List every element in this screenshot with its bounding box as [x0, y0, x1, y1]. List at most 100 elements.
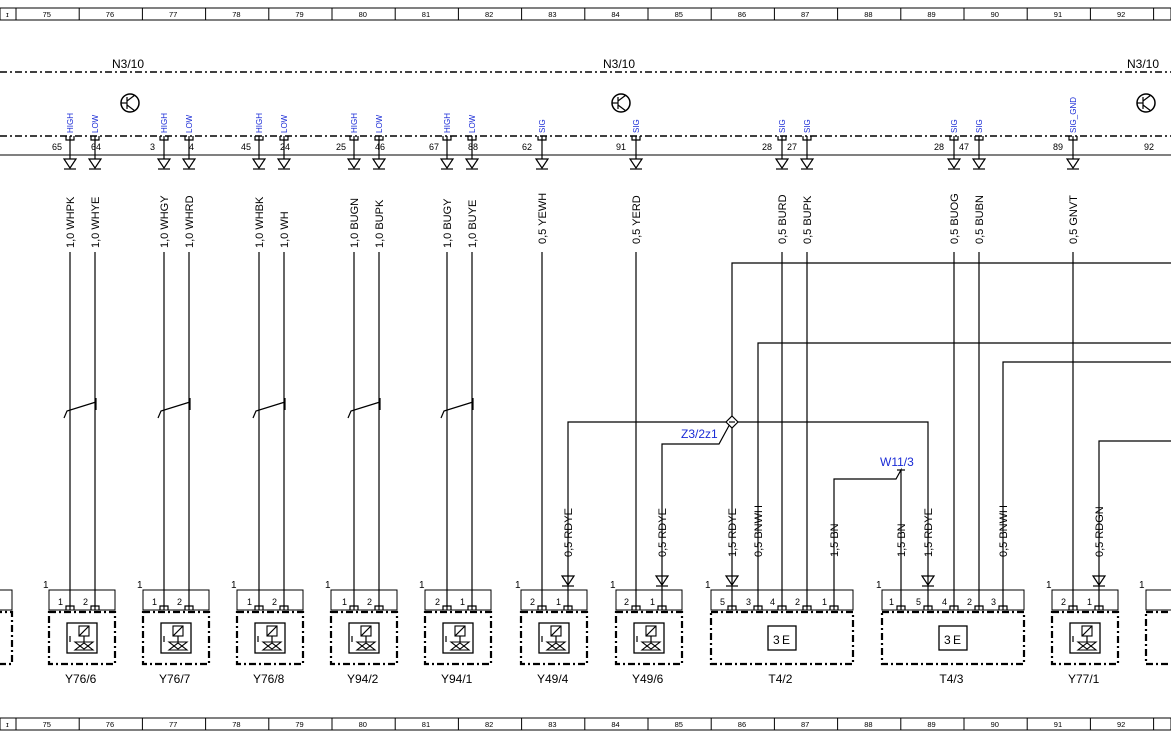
wire-label: 1,0 BUPK	[374, 199, 386, 248]
component-partial-left	[0, 589, 14, 666]
bus-line	[1002, 361, 1171, 600]
component-pin1-marker: 1	[231, 580, 237, 591]
component-pin1-marker: 1	[43, 580, 49, 591]
splice-label: Z3/2z1	[681, 427, 718, 441]
wire-label: 0,5 GNVT	[1068, 195, 1080, 244]
grid-top-number: 76	[106, 10, 114, 19]
grid-top-number: 82	[485, 10, 493, 19]
pin-number: 4	[189, 142, 194, 152]
signal-label: LOW	[468, 114, 477, 133]
component-connector	[424, 589, 492, 611]
wire-label: 0,5 RDYE	[563, 508, 575, 557]
wire-label: 0,5 YERD	[631, 195, 643, 244]
wire-arrow	[439, 158, 455, 170]
wire-arrow	[251, 158, 267, 170]
bus-line	[1098, 440, 1171, 600]
twisted-pair-marker	[347, 401, 381, 419]
component-label: Y77/1	[1068, 672, 1100, 686]
wire-arrow	[534, 158, 550, 170]
ecu-label: N3/10	[112, 57, 144, 71]
grid-bottom-number: 83	[548, 720, 556, 729]
signal-label: LOW	[185, 114, 194, 133]
valve-icon	[1069, 622, 1101, 654]
wire-label: 1,0 WH	[279, 211, 291, 248]
component-pin: 4	[770, 597, 775, 607]
pin-number: 67	[429, 142, 439, 152]
wire-arrow	[946, 158, 962, 170]
component-pin: 1	[650, 597, 655, 607]
wire-label: 0,5 RDGN	[1094, 506, 1106, 557]
component-label: Y76/7	[159, 672, 191, 686]
component-housing	[519, 610, 589, 666]
grid-bottom-number: 91	[1054, 720, 1062, 729]
component-pin: 1	[889, 597, 894, 607]
component-connector	[881, 589, 1025, 611]
wire-arrow	[276, 158, 292, 170]
grid-top-number: 92	[1117, 10, 1125, 19]
grid-bottom-number: 87	[801, 720, 809, 729]
grid-bottom-number: 90	[991, 720, 999, 729]
grid-top-number: 77	[169, 10, 177, 19]
component-housing	[423, 610, 493, 666]
component-label: Y76/8	[253, 672, 285, 686]
component-pin: 3	[746, 597, 751, 607]
component-pin1-marker: 1	[137, 580, 143, 591]
component-housing	[235, 610, 305, 666]
component-pin1-marker: 1	[515, 580, 521, 591]
component-pin1-marker: 1	[419, 580, 425, 591]
grid-top-number: 84	[611, 10, 619, 19]
signal-label: HIGH	[350, 113, 359, 133]
component-pin: 2	[435, 597, 440, 607]
component-pin1-marker: 1	[1046, 580, 1052, 591]
valve-icon	[160, 622, 192, 654]
grid-top-number: 83	[548, 10, 556, 19]
bus-line	[757, 342, 1171, 600]
ground-label: W11/3	[880, 455, 914, 469]
wire-label: 1,5 RDYE	[923, 508, 935, 557]
twisted-pair-marker	[63, 401, 97, 419]
component-pin1-marker: 1	[876, 580, 882, 591]
component-label: Y94/2	[347, 672, 379, 686]
ground-line	[833, 467, 902, 600]
wire-label: 0,5 BUBN	[974, 195, 986, 244]
wire-label: 0,5 BUPK	[802, 195, 814, 244]
wire-label: 1,0 BUYE	[467, 200, 479, 248]
wire-label: 1,0 WHPK	[65, 196, 77, 248]
component-pin: 1	[822, 597, 827, 607]
wire-arrow	[346, 158, 362, 170]
wire-arrow	[774, 158, 790, 170]
component-housing	[1050, 610, 1120, 666]
component-connector	[520, 589, 588, 611]
grid-bottom-number: 77	[169, 720, 177, 729]
grid-bottom-number: 79	[295, 720, 303, 729]
component-pin: 5	[916, 597, 921, 607]
pin-number: 47	[959, 142, 969, 152]
component-pin: 2	[795, 597, 800, 607]
component-pin: 1	[58, 597, 63, 607]
wire-arrow	[628, 158, 644, 170]
valve-icon	[633, 622, 665, 654]
wire-arrow	[87, 158, 103, 170]
signal-label: SIG_GND	[1069, 97, 1078, 133]
grid-bottom-frame	[0, 717, 1171, 731]
component-connector	[142, 589, 210, 611]
component-pin: 1	[342, 597, 347, 607]
wire-label: 1,0 WHGY	[159, 195, 171, 248]
wire-arrow	[654, 575, 670, 587]
svg-text:E: E	[782, 633, 790, 647]
grid-bottom-number: 78	[232, 720, 240, 729]
grid-bottom-number: 75	[43, 720, 51, 729]
grid-top-number: 86	[738, 10, 746, 19]
component-connector	[236, 589, 304, 611]
